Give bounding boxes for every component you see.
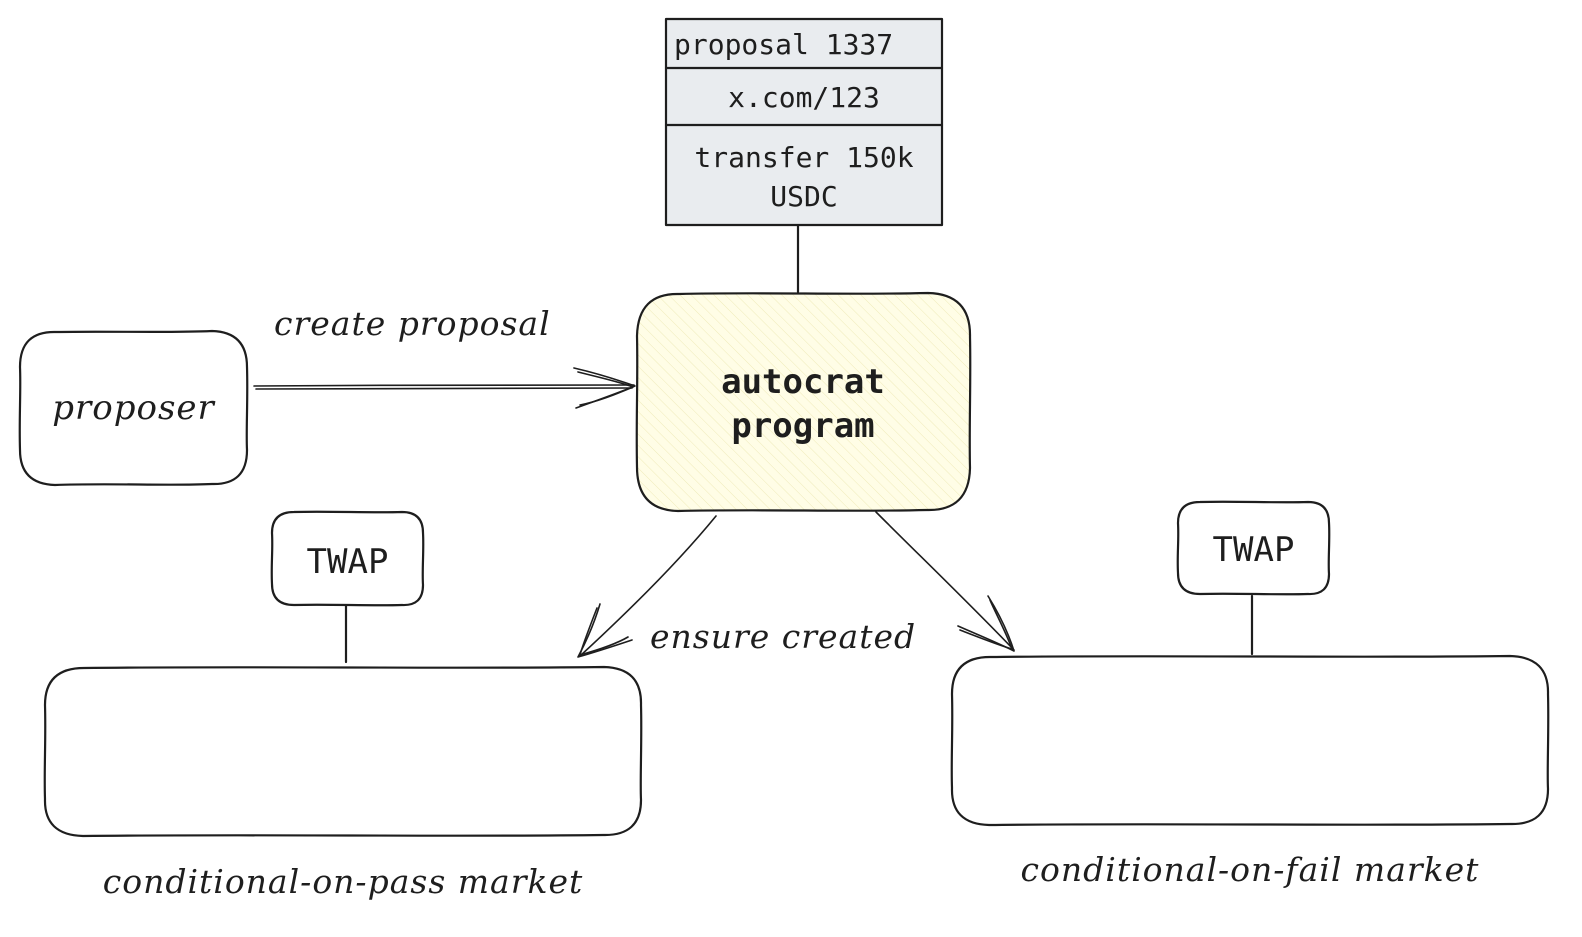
proposal-link: x.com/123 [728,81,880,114]
pass-market-label: conditional-on-pass market [102,862,584,901]
proposer-label: proposer [52,388,215,428]
create-proposal-arrow [253,367,636,409]
twap-pass-label: TWAP [306,542,389,582]
fail-market-label: conditional-on-fail market [1020,850,1480,889]
ensure-fail-arrow [875,511,1015,652]
proposal-action: transfer 150k USDC [694,141,914,213]
proposal-title: proposal 1337 [674,28,894,61]
autocrat-border [635,291,972,513]
twap-pass-box [270,510,425,607]
proposer-box [18,329,249,487]
autocrat-hatch [637,294,970,510]
fail-market-box [950,654,1550,827]
proposal-card-background [666,19,942,225]
create-proposal-label: create proposal [274,304,551,343]
twap-fail-box [1176,500,1331,596]
autocrat-label: autocrat program [721,362,885,446]
proposal-card [664,17,944,227]
pass-market-box [43,665,643,838]
twap-fail-label: TWAP [1212,530,1295,570]
autocrat-box [635,291,972,513]
ensure-created-label: ensure created [650,617,917,656]
ensure-pass-arrow [577,515,717,658]
proposal-card-border [664,17,944,227]
